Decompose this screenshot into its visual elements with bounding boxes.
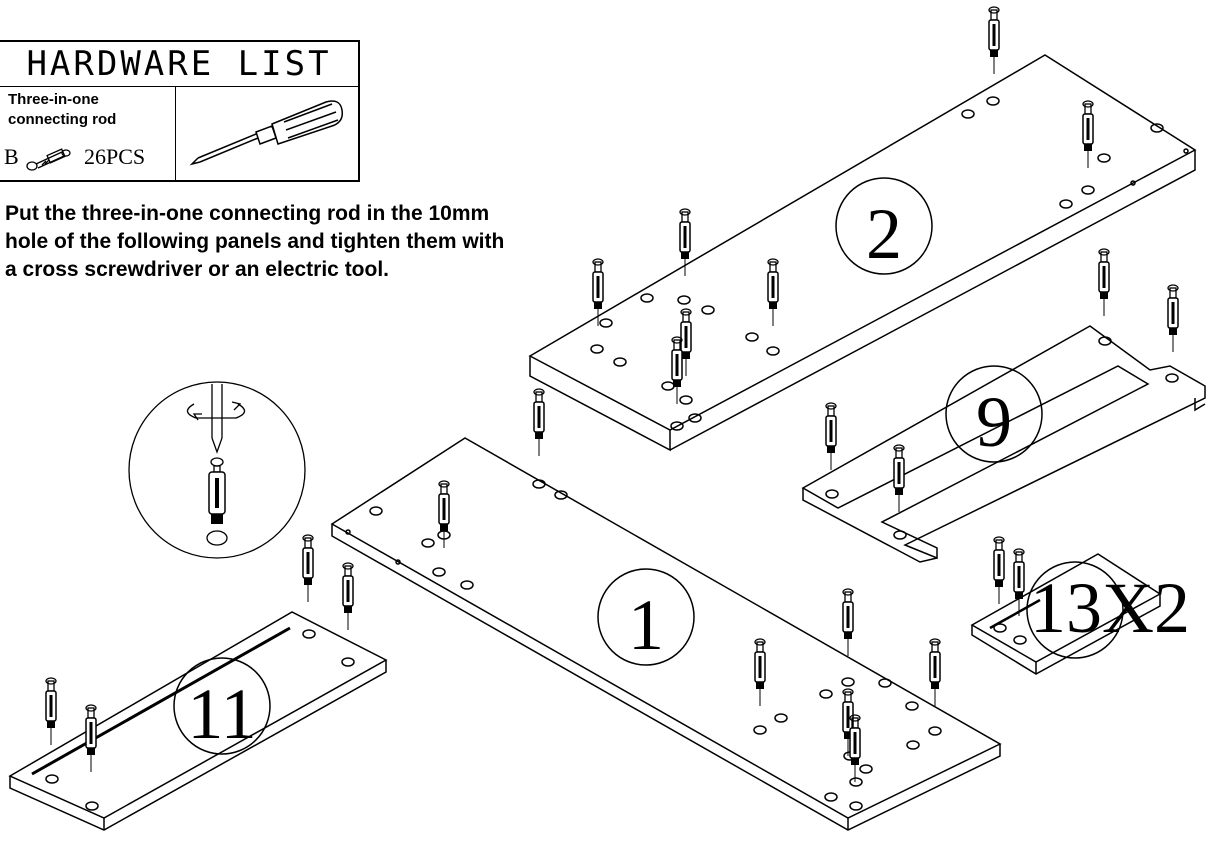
hardware-part-cell: Three-in-one connecting rod B 26PCS	[0, 86, 176, 182]
panel-9: 9	[801, 325, 1206, 563]
hardware-list-title: HARDWARE LIST	[0, 42, 358, 87]
panel-9-number: 9	[976, 382, 1012, 462]
connecting-rod-icon	[26, 148, 71, 171]
panel-11-number: 11	[187, 674, 256, 754]
hardware-list-table: HARDWARE LIST Three-in-one connecting ro…	[0, 40, 360, 182]
part-quantity: 26PCS	[84, 144, 146, 169]
part-letter: B	[4, 144, 19, 169]
panel-2: 2	[528, 54, 1197, 452]
instruction-text: Put the three-in-one connecting rod in t…	[5, 202, 505, 281]
part-name: Three-in-one connecting rod	[8, 91, 117, 128]
hardware-tool-cell	[176, 86, 358, 182]
screwdriver-icon	[189, 100, 344, 166]
panel-13-number: 13X2	[1030, 568, 1190, 648]
panel-11: 11	[8, 611, 388, 831]
screwdriver-insert-detail-icon	[128, 381, 306, 559]
panel-1: 1	[330, 437, 1002, 831]
panel-13: 13X2	[970, 553, 1190, 675]
panel-1-number: 1	[628, 585, 664, 665]
panel-2-number: 2	[866, 194, 902, 274]
